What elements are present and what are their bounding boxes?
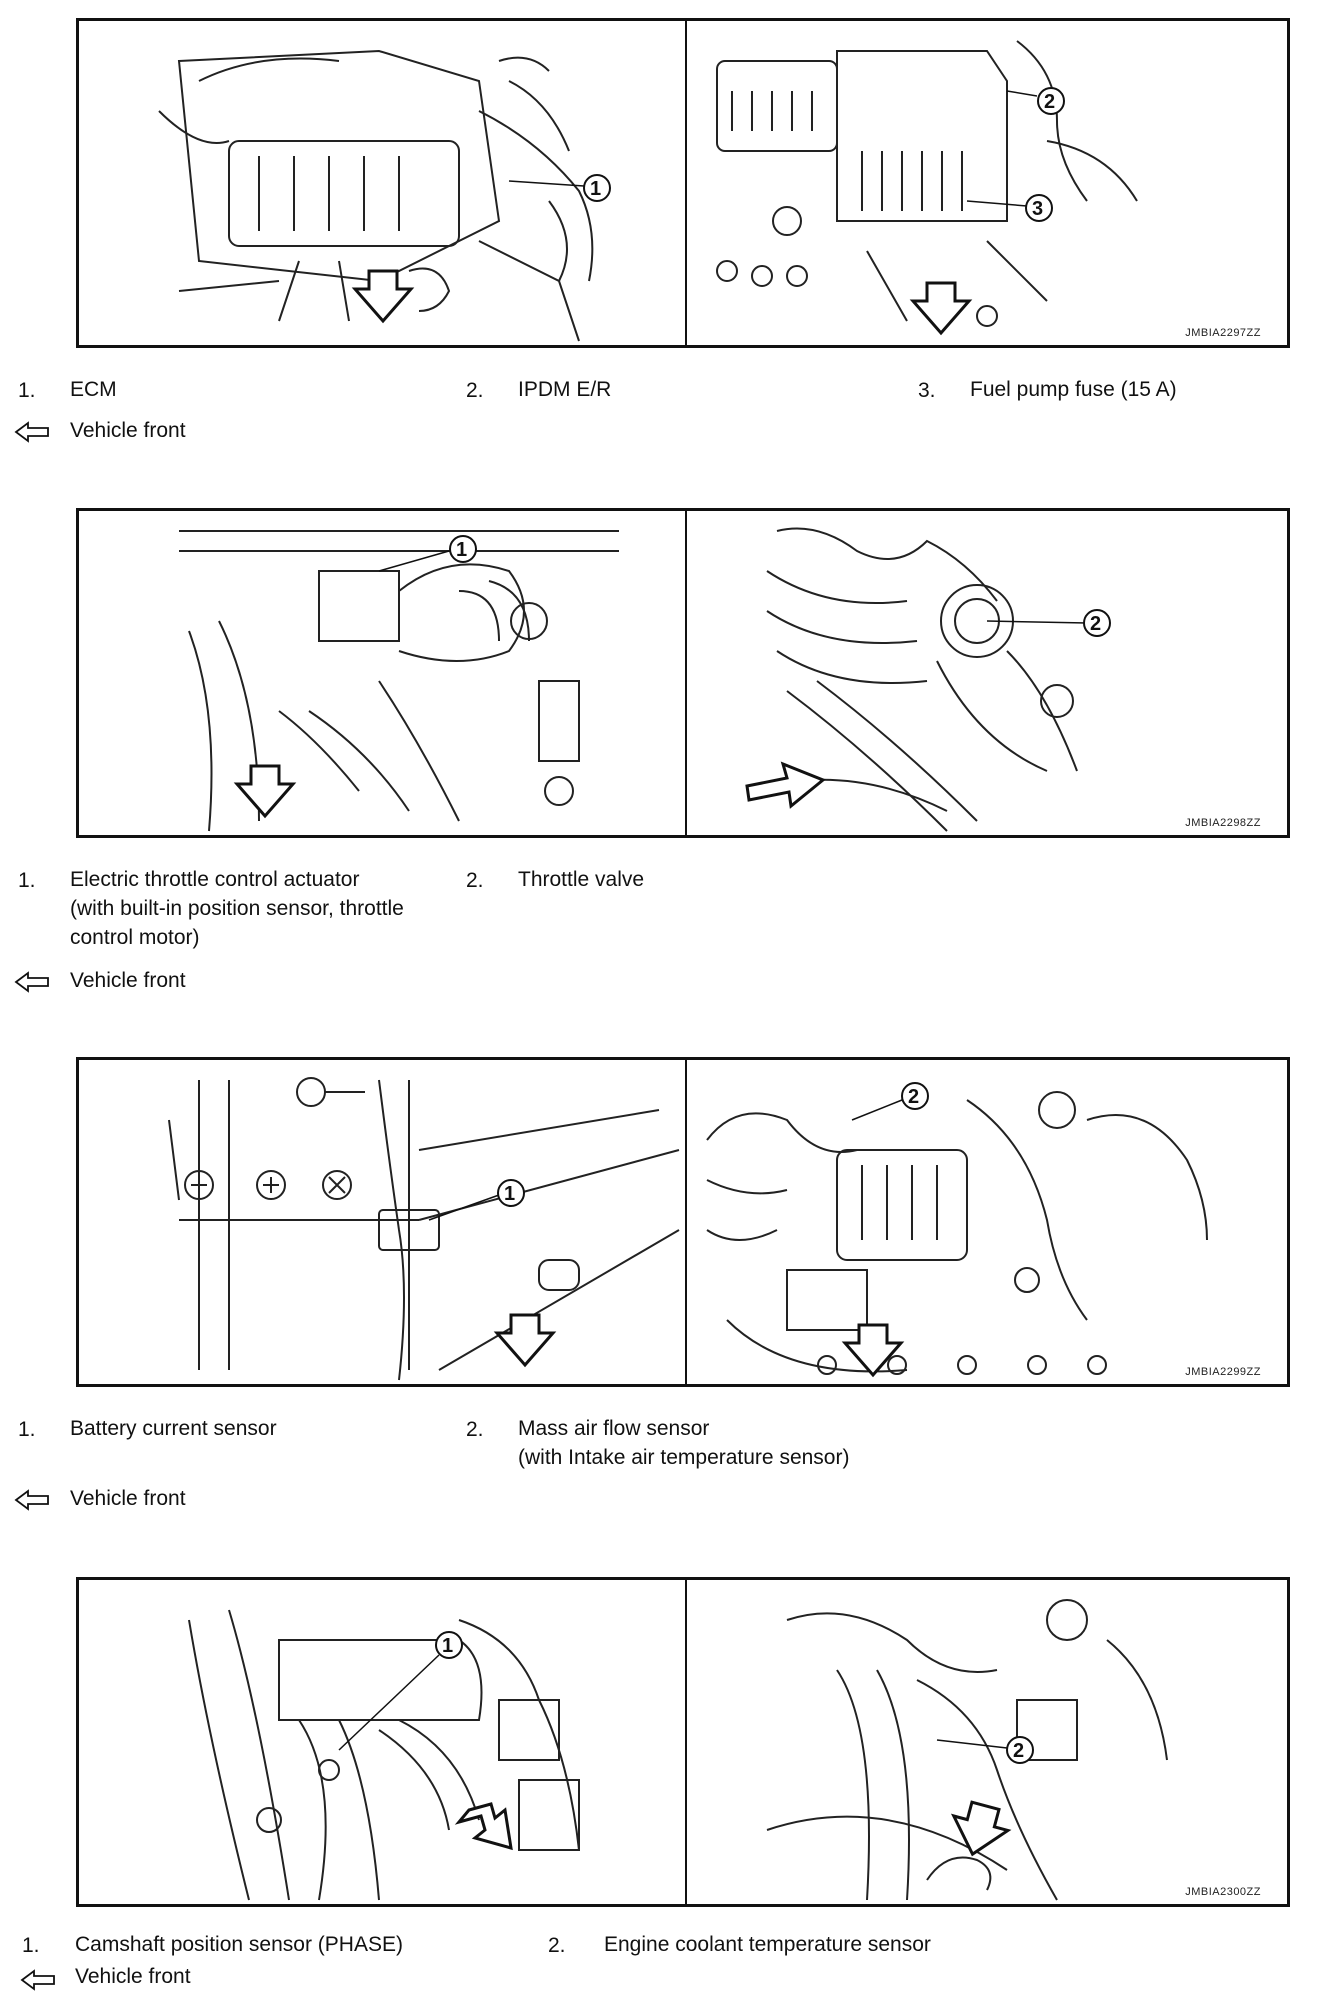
item-label: Electric throttle control actuator (with…	[70, 865, 404, 952]
svg-text:1: 1	[590, 178, 601, 200]
image-code: JMBIA2298ZZ	[1185, 817, 1261, 829]
svg-text:3: 3	[1032, 198, 1043, 220]
item-label: Fuel pump fuse (15 A)	[970, 378, 1177, 401]
figure-3-left-illustration: 1	[79, 1060, 685, 1384]
item-label: Throttle valve	[518, 868, 645, 891]
svg-text:1: 1	[456, 539, 467, 561]
item-number: 3.	[918, 379, 936, 402]
item-label: Engine coolant temperature sensor	[604, 1933, 931, 1956]
figure-4-left-illustration: 1	[79, 1580, 685, 1904]
callout-1: 1	[508, 174, 611, 202]
figure-2-left-illustration: 1	[79, 511, 685, 835]
callout-1: 1	[378, 535, 477, 572]
svg-text:2: 2	[1044, 91, 1055, 113]
item-number: 2.	[466, 1418, 484, 1441]
svg-text:1: 1	[504, 1183, 515, 1205]
figure-1-left-illustration: 1	[79, 21, 685, 345]
item-label: ECM	[70, 378, 117, 401]
figure-2-frame: 1 2	[76, 508, 1290, 838]
front-direction-arrow-icon	[454, 1802, 513, 1851]
item-label-line: Electric throttle control actuator	[70, 868, 360, 891]
legend-label: Vehicle front	[70, 1487, 186, 1510]
item-label: Battery current sensor	[70, 1417, 277, 1440]
figure-4-divider	[685, 1580, 687, 1904]
svg-text:1: 1	[442, 1635, 453, 1657]
callout-2: 2	[1006, 87, 1065, 115]
figure-4-right-illustration: 2 JMBIA2300ZZ	[687, 1580, 1287, 1904]
figure-1-frame: 1 2	[76, 18, 1290, 348]
item-label: Camshaft position sensor (PHASE)	[75, 1933, 403, 1956]
front-direction-arrow-icon	[351, 269, 415, 324]
svg-text:2: 2	[1013, 1740, 1024, 1762]
front-direction-arrow-icon	[493, 1313, 557, 1368]
figure-2-right-illustration: 2 JMBIA2298ZZ	[687, 511, 1287, 835]
item-number: 2.	[466, 869, 484, 892]
item-number: 1.	[18, 869, 36, 892]
callout-3: 3	[966, 194, 1053, 222]
item-number: 2.	[466, 379, 484, 402]
vehicle-front-arrow-icon	[14, 1489, 49, 1511]
item-label-line: Mass air flow sensor	[518, 1417, 710, 1440]
legend-label: Vehicle front	[70, 419, 186, 442]
callout-2: 2	[986, 609, 1111, 637]
image-code: JMBIA2297ZZ	[1185, 327, 1261, 339]
item-number: 1.	[18, 379, 36, 402]
figure-1-divider	[685, 21, 687, 345]
item-number: 1.	[22, 1934, 40, 1957]
callout-1: 1	[428, 1179, 525, 1221]
vehicle-front-arrow-icon	[20, 1969, 55, 1991]
legend-label: Vehicle front	[75, 1965, 191, 1988]
callout-1: 1	[338, 1631, 463, 1751]
vehicle-front-arrow-icon	[14, 421, 49, 443]
image-code: JMBIA2300ZZ	[1185, 1886, 1261, 1898]
front-direction-arrow-icon	[233, 764, 297, 819]
front-direction-arrow-icon	[909, 281, 973, 336]
item-label: Mass air flow sensor (with Intake air te…	[518, 1414, 849, 1472]
figure-3-frame: 1 2	[76, 1057, 1290, 1387]
item-label-line: (with Intake air temperature sensor)	[518, 1446, 850, 1469]
front-direction-arrow-icon	[841, 1323, 905, 1378]
front-direction-arrow-icon	[950, 1800, 1012, 1857]
figure-4-frame: 1 2	[76, 1577, 1290, 1907]
figure-2-divider	[685, 511, 687, 835]
legend-label: Vehicle front	[70, 969, 186, 992]
figure-1-right-illustration: 2 3 JMBIA2297ZZ	[687, 21, 1287, 345]
item-number: 1.	[18, 1418, 36, 1441]
svg-text:2: 2	[908, 1086, 919, 1108]
callout-2: 2	[936, 1736, 1034, 1764]
item-label-line: (with built-in position sensor, throttle	[70, 897, 404, 920]
callout-2: 2	[851, 1082, 929, 1121]
item-label: IPDM E/R	[518, 378, 612, 401]
front-direction-arrow-icon	[745, 761, 826, 809]
image-code: JMBIA2299ZZ	[1185, 1366, 1261, 1378]
svg-text:2: 2	[1090, 613, 1101, 635]
vehicle-front-arrow-icon	[14, 971, 49, 993]
item-number: 2.	[548, 1934, 566, 1957]
item-label-line: control motor)	[70, 926, 200, 949]
figure-3-divider	[685, 1060, 687, 1384]
figure-3-right-illustration: 2 JMBIA2299ZZ	[687, 1060, 1287, 1384]
